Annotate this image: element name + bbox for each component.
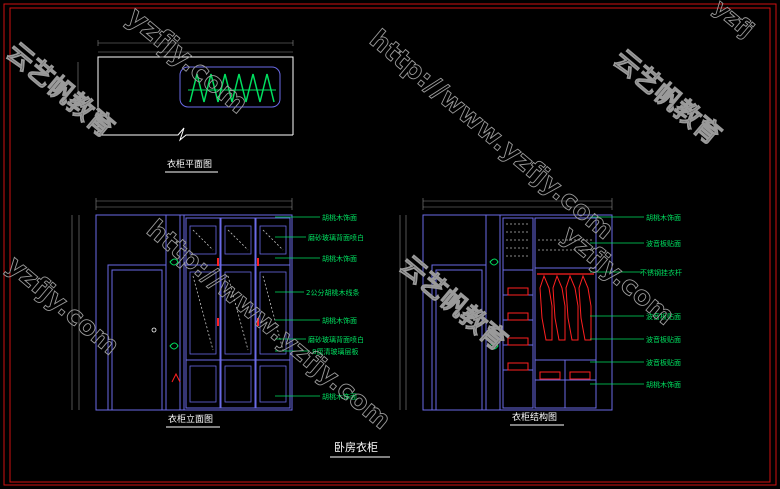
structure-note-5: 波音板贴面 — [646, 335, 681, 344]
watermark-url-lower: http://www.yzfjy.com — [141, 214, 397, 435]
front-note-7: 8厘清玻璃层板 — [312, 347, 358, 356]
front-title: 衣柜立面图 — [168, 413, 213, 425]
sheet-title-block: 卧房衣柜 — [330, 440, 390, 458]
structure-title: 衣柜结构图 — [512, 411, 557, 423]
structure-note-2: 波音板贴面 — [646, 239, 681, 248]
hanger-zigzag — [189, 73, 275, 103]
watermark-url-center: http://www.yzfjy.com — [364, 24, 620, 245]
watermark-brand-left: 云艺帆教育 — [1, 37, 121, 144]
watermarks: yzfjy.com 云艺帆教育 http://www.yzfjy.com 云艺帆… — [0, 0, 759, 436]
plan-title: 衣柜平面图 — [167, 158, 212, 170]
front-note-3: 胡桃木饰面 — [322, 254, 357, 263]
watermark-fragment-corner: yzfj — [708, 0, 758, 43]
sheet-title: 卧房衣柜 — [334, 440, 378, 454]
hanging-garments — [539, 274, 592, 341]
structure-note-6: 波音板贴面 — [646, 358, 681, 367]
structure-note-1: 胡桃木饰面 — [646, 213, 681, 222]
front-note-1: 胡桃木饰面 — [322, 213, 357, 222]
structure-note-4: 波音板贴面 — [646, 312, 681, 321]
front-note-5: 胡桃木饰面 — [322, 316, 357, 325]
structure-note-7: 胡桃木饰面 — [646, 380, 681, 389]
watermark-brand-right: 云艺帆教育 — [608, 44, 728, 151]
front-note-2: 磨砂玻璃背面喷白 — [308, 233, 364, 242]
sheet-frame — [3, 3, 777, 486]
structure-note-3: 不锈钢挂衣杆 — [640, 268, 682, 277]
wardrobe-plan-view: 衣柜平面图 — [77, 40, 294, 173]
watermark-domain-left: yzfjy.com — [1, 250, 125, 361]
wardrobe-structure-elevation: 胡桃木饰面 波音板贴面 不锈钢挂衣杆 波音板贴面 波音板贴面 波音板贴面 胡桃木… — [399, 198, 682, 426]
watermark-brand-lower: 云艺帆教育 — [394, 250, 514, 357]
wardrobe-front-elevation: 胡桃木饰面 磨砂玻璃背面喷白 胡桃木饰面 2公分胡桃木线条 胡桃木饰面 磨砂玻璃… — [71, 198, 364, 428]
front-note-6: 磨砂玻璃背面喷白 — [308, 335, 364, 344]
front-note-8: 胡桃木饰面 — [322, 392, 357, 401]
front-note-4: 2公分胡桃木线条 — [306, 288, 359, 297]
watermark-domain-top: yzfjy.com — [121, 0, 255, 120]
